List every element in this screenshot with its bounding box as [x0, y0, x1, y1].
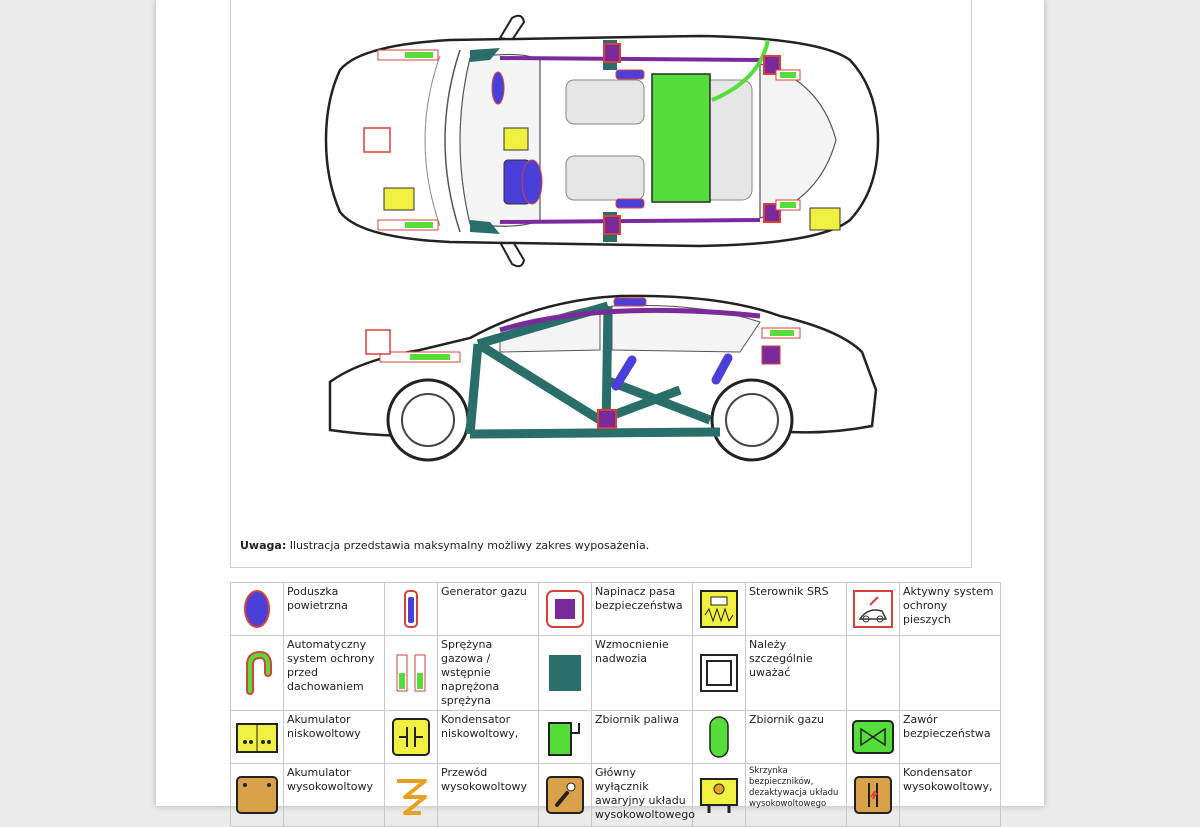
legend-label: Napinacz pasa bezpieczeństwa	[591, 582, 693, 636]
legend-label: Generator gazu	[437, 582, 539, 636]
hv-cable-icon	[384, 763, 438, 827]
legend-label: Aktywny system ochrony pieszych	[899, 582, 1001, 636]
srs-controller-icon	[692, 582, 746, 636]
gas-spring-icon	[384, 635, 438, 711]
legend-row: Automatyczny system ochrony przed dachow…	[230, 635, 1001, 711]
legend-label: Sterownik SRS	[745, 582, 847, 636]
legend-label: Główny wyłącznik awaryjny układu wysokow…	[591, 763, 695, 827]
fuel-tank-icon	[538, 710, 592, 764]
rollover-protection-icon	[230, 635, 284, 711]
airbag-icon	[230, 582, 284, 636]
illustration-frame	[230, 0, 972, 568]
car-rescue-diagram	[324, 14, 880, 462]
legend-label: Akumulator niskowoltowy	[283, 710, 385, 764]
note-text: Uwaga: Ilustracja przedstawia maksymalny…	[240, 539, 649, 552]
legend-table: Poduszka powietrzna Generator gazu Napin…	[230, 582, 1001, 827]
pedestrian-protection-icon	[846, 582, 900, 636]
legend-label: Przewód wysokowoltowy	[437, 763, 539, 827]
hv-battery-icon	[230, 763, 284, 827]
legend-label: Akumulator wysokowoltowy	[283, 763, 385, 827]
lv-capacitor-icon	[384, 710, 438, 764]
car-top-view	[324, 14, 880, 268]
legend-label: Kondensator niskowoltowy,	[437, 710, 539, 764]
legend-label: Należy szczególnie uważać	[745, 635, 847, 711]
hv-capacitor-icon	[846, 763, 900, 827]
car-side-view	[328, 294, 878, 462]
legend-label: Wzmocnienie nadwozia	[591, 635, 693, 711]
legend-label: Zawór bezpieczeństwa	[899, 710, 1001, 764]
legend-row: Akumulator niskowoltowy Kondensator nisk…	[230, 710, 1001, 764]
legend-label: Automatyczny system ochrony przed dachow…	[283, 635, 385, 711]
note-body: Ilustracja przedstawia maksymalny możliw…	[286, 539, 650, 552]
safety-valve-icon	[846, 710, 900, 764]
legend-label	[899, 635, 1001, 711]
legend-label: Poduszka powietrzna	[283, 582, 385, 636]
legend-row: Poduszka powietrzna Generator gazu Napin…	[230, 582, 1001, 636]
gas-generator-icon	[384, 582, 438, 636]
body-reinforcement-icon	[538, 635, 592, 711]
fuse-box-icon	[692, 763, 746, 827]
legend-label: Skrzynka bezpieczników, dezaktywacja ukł…	[745, 763, 847, 827]
note-label: Uwaga:	[240, 539, 287, 552]
legend-label: Sprężyna gazowa / wstępnie naprężona spr…	[437, 635, 539, 711]
legend-label: Zbiornik paliwa	[591, 710, 693, 764]
lv-battery-icon	[230, 710, 284, 764]
empty-icon-cell	[846, 635, 900, 711]
caution-frame-icon	[692, 635, 746, 711]
belt-tensioner-icon	[538, 582, 592, 636]
legend-row: Akumulator wysokowoltowy Przewód wysokow…	[230, 763, 1001, 827]
gas-tank-icon	[692, 710, 746, 764]
legend-label: Kondensator wysokowoltowy,	[899, 763, 1001, 827]
legend-label: Zbiornik gazu	[745, 710, 847, 764]
emergency-switch-icon	[538, 763, 592, 827]
